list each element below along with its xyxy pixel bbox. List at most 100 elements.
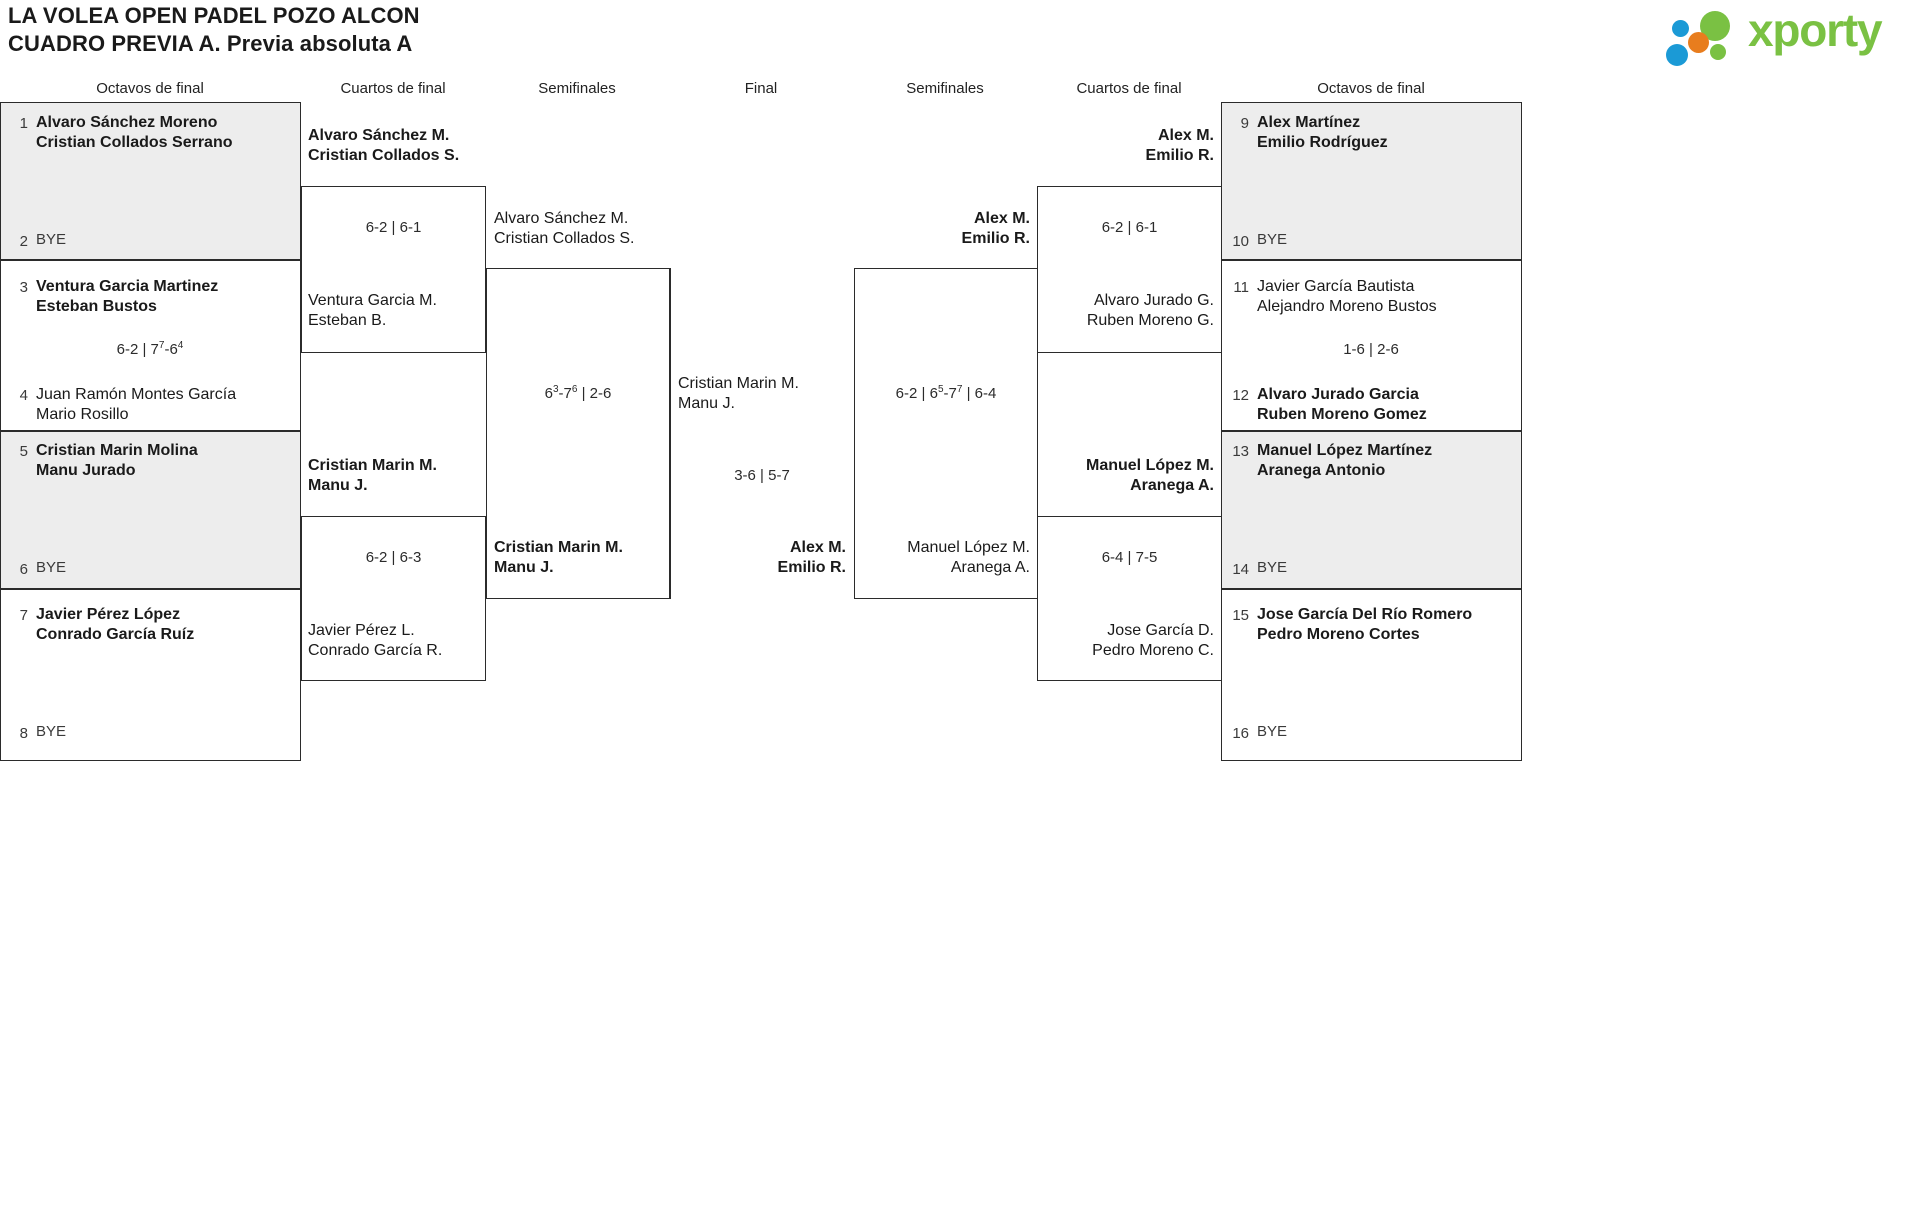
- right-r16-match-2-score: 1-6 | 2-6: [1343, 341, 1399, 358]
- team-names: BYE: [1257, 559, 1287, 577]
- right-r16-match-2-box[interactable]: [1221, 260, 1522, 431]
- left-qf-top-winner: Alvaro Sánchez M. Cristian Collados S.: [308, 126, 459, 165]
- player-line-1: Alvaro Jurado G.: [1093, 292, 1214, 309]
- left-r16-entry-2[interactable]: 2 BYE: [6, 231, 66, 250]
- left-qf-match-2-box[interactable]: [301, 516, 486, 681]
- player-line-1: Ventura Garcia Martinez: [36, 278, 219, 295]
- team-names: Ventura Garcia Martinez Esteban Bustos: [36, 277, 218, 316]
- player-line-1: BYE: [1257, 559, 1288, 576]
- player-line-1: Alvaro Sánchez Moreno: [36, 114, 218, 131]
- player-line-2: Ruben Moreno G.: [1086, 311, 1214, 329]
- logo-wordmark: xporty: [1748, 4, 1883, 56]
- right-r16-entry-15[interactable]: 15 Jose García Del Río Romero Pedro More…: [1227, 605, 1472, 644]
- right-r16-match-1-box[interactable]: [1221, 102, 1522, 260]
- right-r16-entry-9[interactable]: 9 Alex Martínez Emilio Rodríguez: [1227, 113, 1388, 152]
- seed-number: 7: [19, 607, 28, 624]
- team-names: BYE: [36, 723, 66, 741]
- team-names: BYE: [36, 559, 66, 577]
- player-line-2: Aranega A.: [1130, 476, 1214, 494]
- player-line-1: Javier Pérez López: [36, 606, 181, 623]
- player-line-2: Emilio R.: [777, 558, 846, 576]
- right-r16-match-3-box[interactable]: [1221, 431, 1522, 589]
- team-names: Juan Ramón Montes García Mario Rosillo: [36, 385, 236, 424]
- page-title: LA VOLEA OPEN PADEL POZO ALCON CUADRO PR…: [8, 2, 420, 58]
- left-r16-entry-7[interactable]: 7 Javier Pérez López Conrado García Ruíz: [6, 605, 195, 644]
- right-r16-match-4-box[interactable]: [1221, 589, 1522, 761]
- score-part-b: -7: [943, 385, 957, 402]
- left-r16-match-2-box[interactable]: [0, 260, 301, 431]
- player-line-2: Cristian Collados S.: [494, 229, 635, 247]
- round-label-left-r16: Octavos de final: [96, 80, 204, 97]
- player-line-2: Manu J.: [678, 394, 735, 412]
- left-sf-bot-team: Cristian Marin M. Manu J.: [494, 538, 623, 577]
- left-r16-match-4-box[interactable]: [0, 589, 301, 761]
- seed-number: 8: [19, 725, 28, 742]
- right-qf-top-loser: Alvaro Jurado G. Ruben Moreno G.: [1040, 291, 1214, 330]
- left-r16-entry-4[interactable]: 4 Juan Ramón Montes García Mario Rosillo: [6, 385, 236, 424]
- score-part-b: -7: [558, 385, 572, 402]
- player-line-1: Cristian Marin M.: [494, 539, 623, 556]
- final-left-team: Cristian Marin M. Manu J.: [678, 374, 799, 413]
- player-line-1: Manuel López Martínez: [1257, 442, 1433, 459]
- player-line-2: Pedro Moreno Cortes: [1257, 625, 1420, 643]
- seed-number: 2: [19, 233, 28, 250]
- final-score: 3-6 | 5-7: [734, 467, 790, 484]
- tiebreak-1: 3: [552, 384, 559, 395]
- logo-dot-green-small: [1710, 44, 1726, 60]
- player-line-1: BYE: [1257, 231, 1288, 248]
- left-r16-entry-3[interactable]: 3 Ventura Garcia Martinez Esteban Bustos: [6, 277, 219, 316]
- left-r16-entry-1[interactable]: 1 Alvaro Sánchez Moreno Cristian Collado…: [6, 113, 233, 152]
- left-r16-match-1-box[interactable]: [0, 102, 301, 260]
- tiebreak-1: 7: [158, 340, 165, 351]
- player-line-2: Emilio R.: [961, 229, 1030, 247]
- right-r16-entry-13[interactable]: 13 Manuel López Martínez Aranega Antonio: [1227, 441, 1432, 480]
- left-r16-entry-8[interactable]: 8 BYE: [6, 723, 66, 742]
- player-line-2: Ruben Moreno Gomez: [1257, 405, 1427, 423]
- left-sf-score: 63-76 | 2-6: [486, 384, 670, 403]
- right-r16-entry-16[interactable]: 16 BYE: [1227, 723, 1287, 742]
- player-line-1: Cristian Marin M.: [678, 375, 799, 392]
- right-sf-top-team: Alex M. Emilio R.: [858, 209, 1030, 248]
- player-line-2: Aranega Antonio: [1257, 461, 1386, 479]
- left-r16-entry-5[interactable]: 5 Cristian Marin Molina Manu Jurado: [6, 441, 198, 480]
- left-sf-match-box[interactable]: [486, 268, 670, 599]
- left-r16-entry-6[interactable]: 6 BYE: [6, 559, 66, 578]
- player-line-2: Alejandro Moreno Bustos: [1257, 297, 1437, 315]
- left-r16-match-2-score: 6-2 | 77-64: [35, 340, 265, 359]
- player-line-1: Ventura Garcia M.: [308, 292, 437, 309]
- player-line-2: Pedro Moreno C.: [1092, 641, 1214, 659]
- logo-dot-orange: [1688, 32, 1709, 53]
- right-r16-entry-10[interactable]: 10 BYE: [1227, 231, 1287, 250]
- right-qf-bot-score: 6-4 | 7-5: [1101, 549, 1158, 566]
- player-line-1: Jose García D.: [1107, 622, 1214, 639]
- left-r16-match-3-box[interactable]: [0, 431, 301, 589]
- team-names: Jose García Del Río Romero Pedro Moreno …: [1257, 605, 1472, 644]
- team-names: Javier Pérez López Conrado García Ruíz: [36, 605, 194, 644]
- left-qf-match-1-box[interactable]: [301, 186, 486, 353]
- player-line-2: Aranega A.: [950, 558, 1030, 576]
- logo-dot-blue-small: [1672, 20, 1689, 37]
- player-line-1: Manuel López M.: [1086, 457, 1214, 474]
- player-line-1: Jose García Del Río Romero: [1257, 606, 1473, 623]
- seed-number: 10: [1232, 233, 1249, 250]
- player-line-2: Cristian Collados S.: [308, 146, 460, 164]
- right-r16-entry-14[interactable]: 14 BYE: [1227, 559, 1287, 578]
- score-part-a: 6-2 | 7: [116, 341, 159, 358]
- player-line-2: Cristian Collados Serrano: [36, 133, 233, 151]
- score-part-c: | 2-6: [577, 385, 612, 402]
- score-part-b: -6: [164, 341, 178, 358]
- seed-number: 11: [1233, 279, 1249, 296]
- team-names: Cristian Marin Molina Manu Jurado: [36, 441, 198, 480]
- right-qf-top-score: 6-2 | 6-1: [1101, 219, 1158, 236]
- tiebreak-2: 7: [956, 384, 963, 395]
- right-r16-entry-12[interactable]: 12 Alvaro Jurado Garcia Ruben Moreno Gom…: [1227, 385, 1427, 424]
- right-r16-entry-11[interactable]: 11 Javier García Bautista Alejandro More…: [1227, 277, 1437, 316]
- round-label-final: Final: [744, 80, 778, 97]
- right-sf-match-box[interactable]: [854, 268, 1038, 599]
- right-qf-bot-winner: Manuel López M. Aranega A.: [1040, 456, 1214, 495]
- round-label-right-sf: Semifinales: [906, 80, 984, 97]
- xporty-logo: xporty: [1666, 4, 1906, 66]
- round-label-left-qf: Cuartos de final: [340, 80, 446, 97]
- team-names: BYE: [36, 231, 66, 249]
- right-sf-bot-team: Manuel López M. Aranega A.: [858, 538, 1030, 577]
